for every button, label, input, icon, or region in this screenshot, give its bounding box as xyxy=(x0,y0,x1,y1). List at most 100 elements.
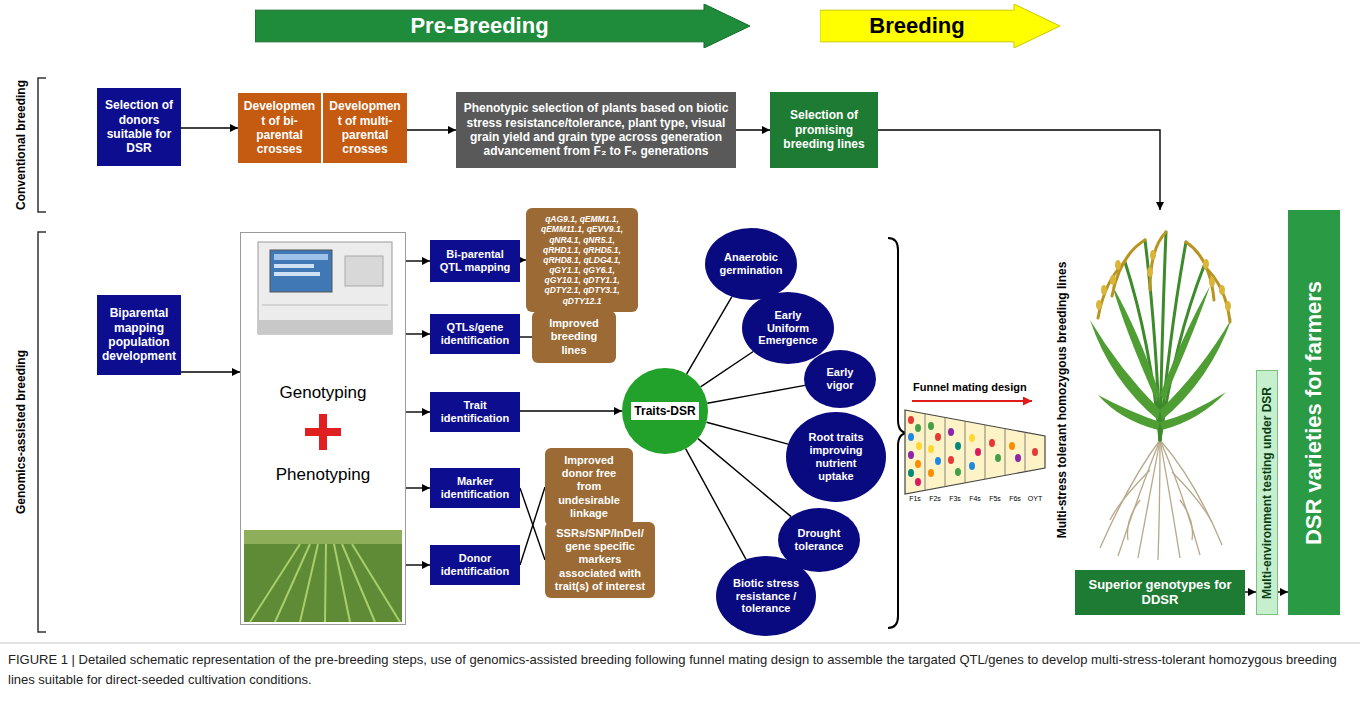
process-box: Phenotypic selection of plants based on … xyxy=(456,92,736,168)
connector xyxy=(736,129,770,130)
process-box: Development of multi-parental crosses xyxy=(323,93,407,163)
panel-label: Genotyping xyxy=(241,383,405,403)
section-label: Conventional breeding xyxy=(14,80,28,210)
connector xyxy=(406,260,430,261)
box-label: Bi-parental QTL mapping xyxy=(435,248,515,274)
process-box: Development of bi-parental crosses xyxy=(238,93,321,163)
bracket xyxy=(38,78,46,632)
process-box: QTLs/gene identification xyxy=(430,314,520,354)
caption-rule xyxy=(0,643,1360,644)
process-box: Donor identification xyxy=(430,545,520,585)
genotype-box: Superior genotypes for DDSR xyxy=(1075,210,1245,615)
box-label: qAG9.1, qEMM1.1, qEMM11.1, qEVV9.1, qNR4… xyxy=(531,214,633,306)
connector xyxy=(406,487,430,488)
arrow-shape-fill xyxy=(820,4,1060,48)
box-label: QTLs/gene identification xyxy=(435,321,515,347)
connector xyxy=(406,333,430,334)
generation-label: F6s xyxy=(1005,495,1025,502)
arrow-shape-fill xyxy=(255,4,750,48)
box-label: Trait identification xyxy=(435,399,515,425)
output-bar: DSR varieties for farmers xyxy=(1288,210,1340,615)
funnel-image xyxy=(905,410,1045,494)
section-label: Genomics-assisted breeding xyxy=(14,350,28,514)
testing-bar: Multi-environment testing under DSR xyxy=(1256,370,1278,615)
generation-label: F2s xyxy=(925,495,945,502)
box-label: Marker identification xyxy=(435,475,515,501)
process-box: Marker identification xyxy=(430,468,520,508)
box-label: Development of multi-parental crosses xyxy=(328,99,402,157)
trait-circle: Biotic stress resistance / tolerance xyxy=(716,556,816,636)
box-label: Phenotypic selection of plants based on … xyxy=(461,101,731,159)
connector xyxy=(406,411,430,412)
figure-caption: FIGURE 1 | Detailed schematic representa… xyxy=(8,650,1352,690)
connector xyxy=(698,439,791,517)
image-panel: GenotypingPhenotyping xyxy=(240,232,406,625)
box-label: Early vigor xyxy=(814,366,867,392)
box-label: Traits-DSR xyxy=(631,402,698,420)
connector xyxy=(520,487,545,565)
connector xyxy=(878,130,1160,210)
connector xyxy=(707,422,789,444)
connector xyxy=(1278,591,1288,592)
generation-label: F1s xyxy=(905,495,925,502)
box-label: Root traits improving nutrient uptake xyxy=(799,431,873,483)
connector xyxy=(181,127,238,128)
trait-circle: Root traits improving nutrient uptake xyxy=(786,412,886,502)
genotype-label: Superior genotypes for DDSR xyxy=(1075,570,1245,615)
stage-label: Pre-Breeding xyxy=(255,4,704,48)
plus-symbol xyxy=(305,414,341,450)
process-box: Selection of donors suitable for DSR xyxy=(97,88,181,166)
box-label: SSRs/SNP/InDel/ gene specific markers as… xyxy=(550,527,650,593)
trait-circle: Early Uniform Emergence xyxy=(742,292,834,364)
box-label: Selection of donors suitable for DSR xyxy=(102,98,176,156)
panel-label: Phenotyping xyxy=(241,465,405,485)
box-label: Anaerobic germination xyxy=(717,251,785,277)
design-label: Funnel mating design xyxy=(913,381,1027,393)
sequencer-image xyxy=(258,242,392,334)
process-box: Selection of promising breeding lines xyxy=(770,92,878,168)
box-label: Development of bi-parental crosses xyxy=(243,99,316,157)
result-box: Improved breeding lines xyxy=(532,311,616,363)
vertical-label: Multi-environment testing under DSR xyxy=(1260,386,1274,598)
generation-label: F5s xyxy=(985,495,1005,502)
box-label: Improved donor free from undesirable lin… xyxy=(550,454,628,520)
box-label: Drought tolerance xyxy=(789,527,850,553)
qtl-list-box: qAG9.1, qEMM1.1, qEMM11.1, qEVV9.1, qNR4… xyxy=(526,208,638,312)
connector xyxy=(520,336,532,337)
generation-label: OYT xyxy=(1025,495,1045,502)
connector xyxy=(686,449,746,560)
generation-label: F3s xyxy=(945,495,965,502)
vertical-label: DSR varieties for farmers xyxy=(1301,280,1327,544)
rice-plant xyxy=(1090,232,1232,560)
box-label: Selection of promising breeding lines xyxy=(775,108,873,151)
process-box: Trait identification xyxy=(430,392,520,432)
box-label: Donor identification xyxy=(435,552,515,578)
connector xyxy=(520,410,622,411)
connector xyxy=(687,297,732,374)
field-image xyxy=(244,530,402,622)
box-label: Early Uniform Emergence xyxy=(754,309,822,348)
result-box: Improved donor free from undesirable lin… xyxy=(545,448,633,526)
connector xyxy=(1245,591,1256,592)
box-label: Improved breeding lines xyxy=(537,317,611,357)
connector xyxy=(181,371,240,372)
connector xyxy=(707,385,805,403)
connector xyxy=(406,564,430,565)
stage-arrow: Pre-Breeding xyxy=(255,4,750,48)
trait-circle: Anaerobic germination xyxy=(705,228,797,300)
box-label: Biparental mapping population developmen… xyxy=(102,306,176,364)
process-box: Biparental mapping population developmen… xyxy=(97,295,181,375)
funnel-arrow xyxy=(912,400,1032,402)
stage-label: Breeding xyxy=(820,4,1014,48)
connector xyxy=(701,352,754,387)
side-label: Multi-stress tolerant homozygous breedin… xyxy=(1055,262,1069,539)
result-box: SSRs/SNP/InDel/ gene specific markers as… xyxy=(545,522,655,598)
trait-circle: Early vigor xyxy=(804,350,876,408)
trait-hub-circle: Traits-DSR xyxy=(622,368,708,454)
connector xyxy=(407,129,456,130)
generation-label: F4s xyxy=(965,495,985,502)
stage-arrow: Breeding xyxy=(820,4,1060,48)
box-label: Biotic stress resistance / tolerance xyxy=(729,577,803,616)
process-box: Bi-parental QTL mapping xyxy=(430,240,520,282)
